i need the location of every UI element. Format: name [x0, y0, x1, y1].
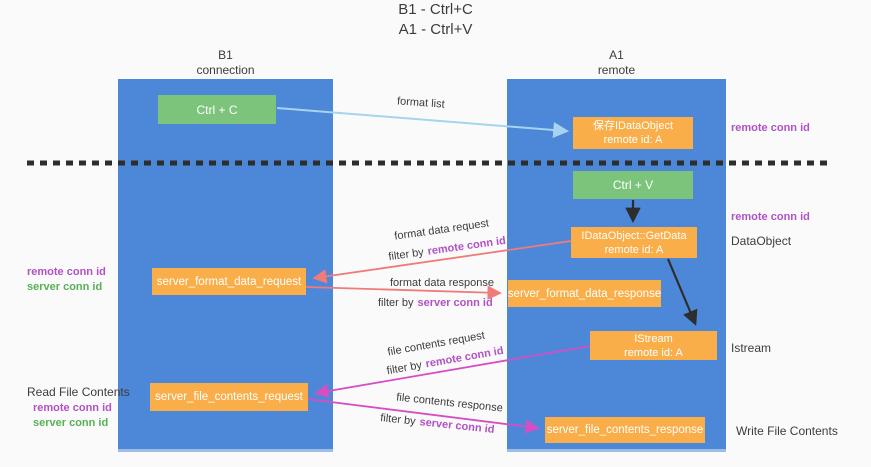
node-ctrl-c: Ctrl + C [158, 95, 276, 124]
label-server-conn-id-left-1: server conn id [27, 281, 103, 293]
node-istream: IStream remote id: A [590, 331, 717, 360]
node-save-idataobject-line2: remote id: A [603, 134, 663, 146]
label-write-file-contents: Write File Contents [736, 424, 838, 438]
node-server-file-contents-response-label: server_file_contents_response [546, 424, 704, 436]
node-getdata-line2: remote id: A [604, 243, 664, 256]
lane-header-a1: A1 remote [507, 48, 726, 78]
label-remote-conn-id-left-2: remote conn id [33, 402, 112, 414]
label-server-conn-id-left-2: server conn id [33, 417, 109, 429]
filter-prefix-4: filter by [379, 412, 417, 428]
label-remote-conn-id-left-1: remote conn id [27, 266, 106, 278]
filter-prefix-1: filter by [387, 246, 425, 264]
label-remote-conn-id-right-top: remote conn id [731, 122, 810, 134]
label-read-file-contents: Read File Contents [27, 385, 130, 399]
filter-server-conn-id-1: server conn id [417, 297, 493, 309]
lane-b1-subtitle: connection [196, 63, 255, 77]
lane-a1-title: A1 [609, 48, 624, 62]
node-server-format-data-response: server_format_data_response [508, 280, 661, 307]
node-save-idataobject: 保存IDataObject remote id: A [573, 117, 693, 149]
node-server-format-data-request-label: server_format_data_request [156, 275, 302, 288]
label-dataobject: DataObject [731, 234, 792, 248]
label-remote-conn-id-right-mid: remote conn id [731, 211, 810, 223]
node-server-file-contents-request: server_file_contents_request [150, 383, 308, 411]
node-server-file-contents-response: server_file_contents_response [545, 417, 705, 443]
title-line-1: B1 - Ctrl+C [398, 1, 473, 18]
filter-prefix-2: filter by [378, 297, 414, 309]
node-istream-line1: IStream [634, 332, 673, 345]
label-format-data-response: format data response [390, 277, 494, 289]
label-file-contents-response: file contents response [395, 391, 504, 415]
node-idataobject-getdata: IDataObject::GetData remote id: A [571, 227, 697, 258]
node-server-format-data-request: server_format_data_request [152, 268, 306, 295]
filter-remote-conn-id-1: remote conn id [426, 234, 507, 258]
diagram-title: B1 - Ctrl+C A1 - Ctrl+V [0, 0, 871, 40]
node-server-format-data-response-label: server_format_data_response [507, 287, 662, 300]
title-line-2: A1 - Ctrl+V [398, 21, 473, 38]
node-getdata-line1: IDataObject::GetData [581, 229, 687, 242]
node-save-idataobject-line1: 保存IDataObject [592, 120, 674, 132]
node-ctrl-v-label: Ctrl + V [612, 178, 654, 192]
node-ctrl-c-label: Ctrl + C [196, 102, 238, 117]
label-format-list: format list [396, 95, 446, 111]
lane-a1-subtitle: remote [597, 63, 636, 77]
lane-b1-title: B1 [218, 48, 233, 62]
node-server-file-contents-request-label: server_file_contents_request [155, 391, 303, 403]
node-ctrl-v: Ctrl + V [573, 171, 693, 199]
filter-server-conn-id-2: server conn id [418, 416, 495, 436]
label-istream: Istream [731, 341, 772, 355]
node-istream-line2: remote id: A [624, 346, 683, 359]
filter-prefix-3: filter by [385, 359, 423, 378]
lane-header-b1: B1 connection [118, 48, 333, 78]
